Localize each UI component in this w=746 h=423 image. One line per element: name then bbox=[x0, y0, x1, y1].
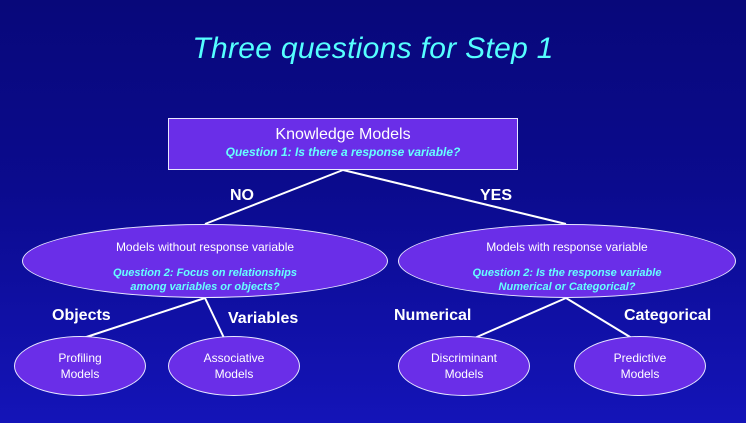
leaf-label: Predictive Models bbox=[613, 351, 667, 381]
leaf-label: Discriminant Models bbox=[430, 351, 497, 381]
edge-label-numerical: Numerical bbox=[394, 307, 472, 324]
root-heading: Knowledge Models bbox=[275, 126, 411, 143]
question-line: Numerical or Categorical? bbox=[498, 281, 636, 293]
question-line: Question 2: Is the response variable bbox=[472, 267, 662, 279]
leaf-label: Profiling Models bbox=[58, 351, 102, 381]
edge-label-variables: Variables bbox=[228, 310, 299, 327]
slide-title: Three questions for Step 1 bbox=[192, 32, 554, 65]
branch-label-yes: YES bbox=[480, 187, 513, 204]
node-without-response-heading: Models without response variable bbox=[115, 240, 295, 254]
leaf-associative-models: Associative Models bbox=[168, 336, 300, 396]
node-without-response-question: Question 2: Focus on relationships among… bbox=[23, 266, 387, 294]
edge-right-numerical bbox=[469, 297, 567, 341]
leaf-predictive-models: Predictive Models bbox=[574, 336, 706, 396]
node-without-response: Models without response variable Questio… bbox=[22, 224, 388, 298]
edge-left-variables bbox=[204, 297, 226, 341]
question-line: Question 2: Focus on relationships bbox=[113, 267, 297, 279]
root-node-knowledge-models: Knowledge Models Question 1: Is there a … bbox=[168, 118, 518, 170]
node-with-response-question: Question 2: Is the response variable Num… bbox=[399, 266, 735, 294]
edge-label-categorical: Categorical bbox=[624, 307, 712, 324]
node-with-response-heading: Models with response variable bbox=[486, 240, 648, 254]
root-question: Question 1: Is there a response variable… bbox=[225, 145, 461, 159]
leaf-label: Associative Models bbox=[203, 351, 265, 381]
branch-label-no: NO bbox=[230, 187, 254, 204]
node-with-response: Models with response variable Question 2… bbox=[398, 224, 736, 298]
edge-right-categorical bbox=[565, 297, 636, 341]
edge-root-no bbox=[204, 169, 344, 225]
leaf-profiling-models: Profiling Models bbox=[14, 336, 146, 396]
leaf-discriminant-models: Discriminant Models bbox=[398, 336, 530, 396]
question-line: among variables or objects? bbox=[130, 281, 280, 293]
edge-root-yes bbox=[342, 169, 567, 225]
edge-label-objects: Objects bbox=[52, 307, 111, 324]
